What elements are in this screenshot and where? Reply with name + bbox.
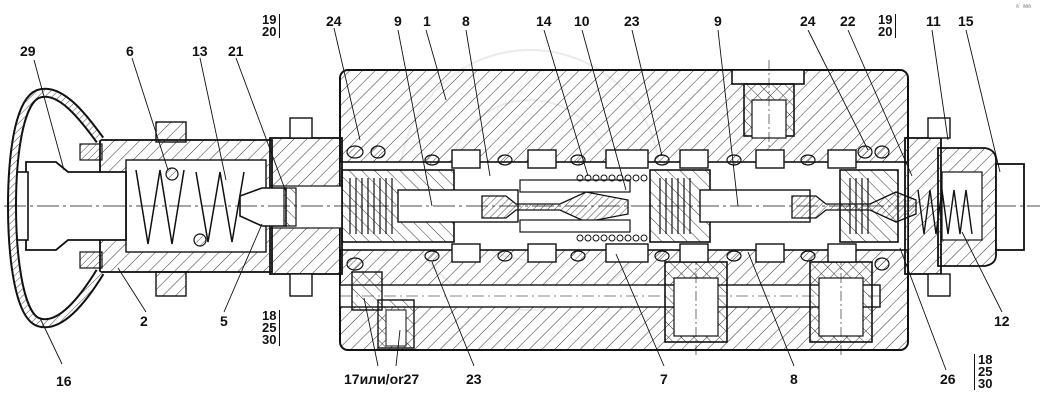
right-spring — [917, 189, 973, 235]
callout-stack-18-25-30-right: 18 25 30 — [974, 352, 993, 391]
callout-19-left: 19 — [262, 12, 277, 27]
plug-fitting — [351, 271, 415, 349]
callout-9-right: 9 — [714, 13, 722, 29]
o-rings — [346, 145, 890, 271]
leader-lines — [33, 27, 1003, 371]
ball-6b — [193, 233, 207, 247]
callout-18-right: 18 — [978, 352, 993, 367]
callout-8-top: 8 — [462, 13, 470, 29]
callout-26: 26 — [940, 371, 956, 387]
check-valve-left — [481, 179, 631, 233]
callout-13: 13 — [192, 43, 208, 59]
callout-stack-19-20-left: 19 20 — [262, 12, 281, 39]
callout-23-bottom: 23 — [466, 371, 482, 387]
callout-21: 21 — [228, 43, 244, 59]
callout-10: 10 — [574, 13, 590, 29]
callout-12: 12 — [994, 313, 1010, 329]
callout-24-left: 24 — [326, 13, 342, 29]
callout-stack-18-25-30-left: 18 25 30 — [262, 308, 281, 347]
push-pin — [239, 187, 297, 227]
callout-1: 1 — [423, 13, 431, 29]
callout-6: 6 — [126, 43, 134, 59]
bore-sleeves — [451, 149, 857, 263]
bottom-port-fitting-left — [664, 255, 728, 355]
callout-2: 2 — [140, 313, 148, 329]
callout-22: 22 — [840, 13, 856, 29]
callout-7: 7 — [660, 371, 668, 387]
callout-19-right: 19 — [878, 12, 893, 27]
check-valve-right — [791, 191, 917, 223]
callout-16: 16 — [56, 373, 72, 389]
corner-mark: ᵃ˙ ᵃᵃᵃ — [1016, 4, 1031, 11]
callout-17-or-27: 17или/or27 — [344, 371, 420, 387]
callout-15: 15 — [958, 13, 974, 29]
top-port-fitting — [731, 60, 805, 160]
callout-9-left: 9 — [394, 13, 402, 29]
callout-14: 14 — [536, 13, 552, 29]
spring-14 — [576, 174, 648, 242]
callout-20-right: 20 — [878, 24, 893, 39]
callout-29: 29 — [20, 43, 36, 59]
callout-stack-19-20-right: 19 20 — [878, 12, 897, 39]
callout-25-right: 25 — [978, 364, 993, 379]
bottom-port-fitting-right — [809, 255, 873, 355]
callout-23-top: 23 — [624, 13, 640, 29]
callout-18-left: 18 — [262, 308, 277, 323]
ball-6 — [165, 167, 179, 181]
callout-25-left: 25 — [262, 320, 277, 335]
callout-30-right: 30 — [978, 376, 993, 391]
callout-24-right: 24 — [800, 13, 816, 29]
right-cap-nut — [937, 147, 1025, 267]
callout-5: 5 — [220, 313, 228, 329]
callout-20-left: 20 — [262, 24, 277, 39]
callout-30-left: 30 — [262, 332, 277, 347]
callout-11: 11 — [926, 13, 941, 29]
spring-13 — [135, 169, 245, 245]
callout-8-bottom: 8 — [790, 371, 798, 387]
valve-body — [339, 69, 909, 351]
